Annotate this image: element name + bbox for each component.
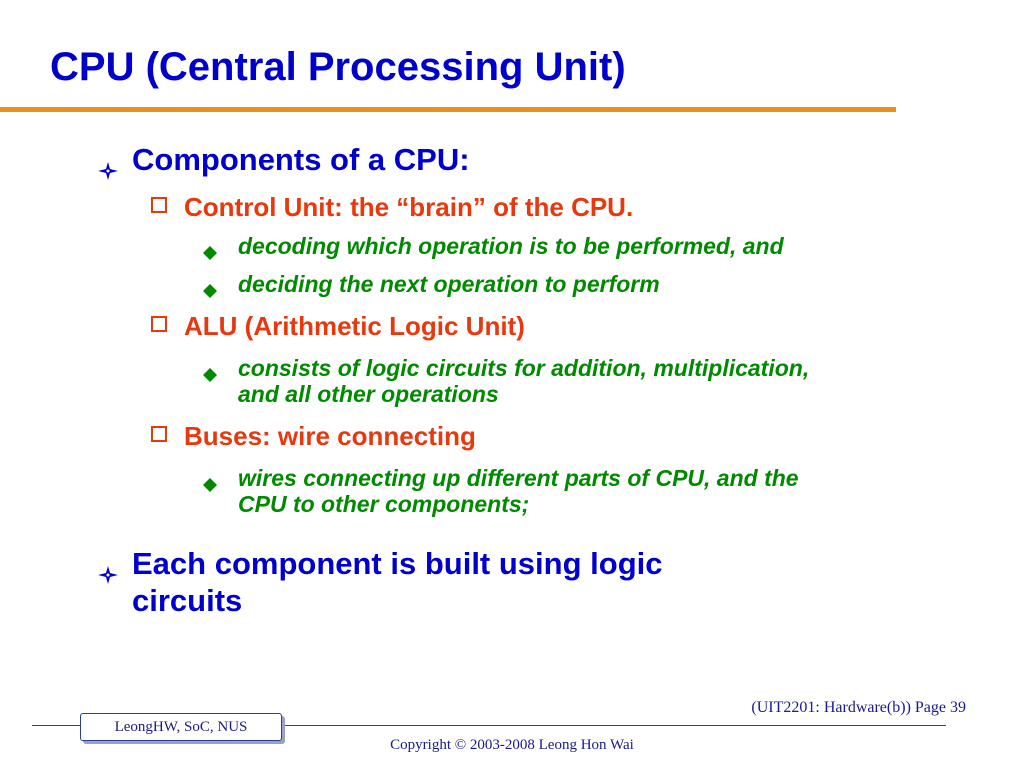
hollow-square-icon (151, 426, 167, 442)
bullet-control-unit: Control Unit: the “brain” of the CPU. (151, 192, 634, 222)
bullet-text: consists of logic circuits for addition,… (238, 355, 810, 381)
bullet-wires-continued: CPU to other components; (238, 491, 529, 517)
footer-rule-right (282, 725, 946, 726)
bullet-logic-circuits: consists of logic circuits for addition,… (203, 355, 810, 382)
bullet-text: Buses: wire connecting (184, 421, 476, 451)
bullet-each-component-continued: circuits (132, 584, 242, 618)
diamond-icon (203, 471, 217, 492)
bullet-text: deciding the next operation to perform (238, 271, 660, 297)
copyright-notice: Copyright © 2003-2008 Leong Hon Wai (390, 737, 634, 753)
bullet-text: decoding which operation is to be perfor… (238, 233, 784, 259)
diamond-icon (203, 239, 217, 260)
page-number: (UIT2201: Hardware(b)) Page 39 (751, 699, 966, 716)
bullet-alu: ALU (Arithmetic Logic Unit) (151, 311, 525, 341)
bullet-text: Control Unit: the “brain” of the CPU. (184, 192, 634, 222)
bullet-wires: wires connecting up different parts of C… (203, 465, 799, 492)
footer-author-box: LeongHW, SoC, NUS (80, 713, 282, 741)
bullet-text: ALU (Arithmetic Logic Unit) (184, 311, 525, 341)
footer-rule-left (32, 725, 80, 726)
bullet-each-component: Each component is built using logic (98, 546, 663, 584)
bullet-logic-circuits-continued: and all other operations (238, 381, 499, 407)
bullet-text: wires connecting up different parts of C… (238, 465, 799, 491)
bullet-components: Components of a CPU: (98, 142, 470, 180)
diamond-icon (203, 361, 217, 382)
bullet-text: circuits (132, 583, 243, 618)
bullet-decoding: decoding which operation is to be perfor… (203, 233, 784, 260)
title-underline (0, 107, 896, 112)
slide-title: CPU (Central Processing Unit) (50, 45, 626, 89)
bullet-text: CPU to other components; (238, 491, 530, 517)
four-point-star-icon (98, 557, 118, 584)
hollow-square-icon (151, 316, 167, 332)
four-point-star-icon (98, 153, 118, 180)
bullet-text: Components of a CPU: (132, 142, 470, 177)
bullet-text: and all other operations (238, 381, 499, 407)
hollow-square-icon (151, 197, 167, 213)
bullet-text: Each component is built using logic (132, 546, 663, 581)
diamond-icon (203, 277, 217, 298)
bullet-deciding: deciding the next operation to perform (203, 271, 660, 298)
bullet-buses: Buses: wire connecting (151, 421, 476, 451)
